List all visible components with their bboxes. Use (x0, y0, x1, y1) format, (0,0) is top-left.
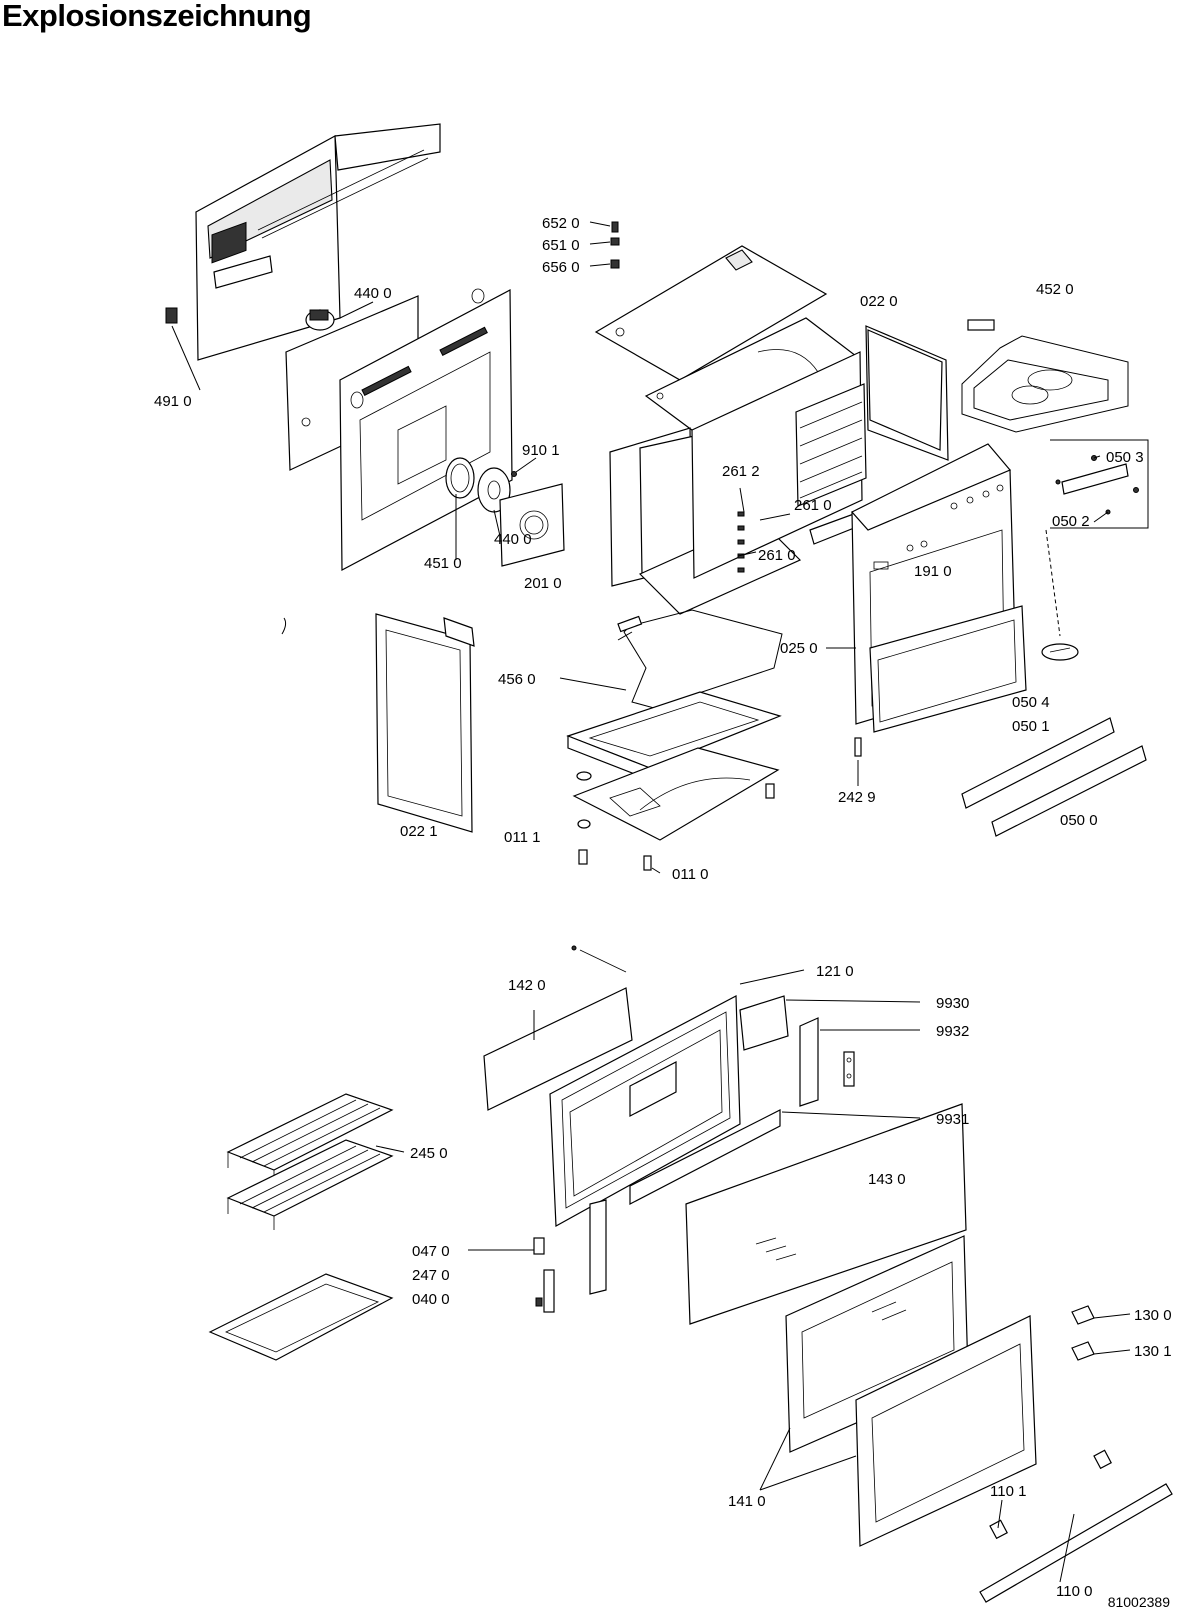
door-profiles (589, 995, 819, 1295)
middle-door-glass (685, 1103, 967, 1325)
label-025-0: 025 0 (780, 640, 818, 657)
label-452-0: 452 0 (1036, 281, 1074, 298)
label-440-0-motor: 440 0 (354, 285, 392, 302)
label-022-1: 022 1 (400, 823, 438, 840)
label-261-0-upper: 261 0 (794, 497, 832, 514)
label-201-0: 201 0 (524, 575, 562, 592)
trim-bars (961, 717, 1147, 837)
label-050-2: 050 2 (1052, 513, 1090, 530)
label-130-1: 130 1 (1134, 1343, 1172, 1360)
cavity-back-wall (339, 288, 513, 571)
label-011-1: 011 1 (504, 829, 540, 846)
label-652-0: 652 0 (542, 215, 580, 232)
label-050-0: 050 0 (1060, 812, 1098, 829)
label-245-0: 245 0 (410, 1145, 448, 1162)
oven-rack-upper (226, 1093, 394, 1184)
leader-lines (171, 221, 1131, 1583)
label-9931: 9931 (936, 1111, 969, 1128)
grill-element (961, 319, 1129, 433)
label-261-0-lower: 261 0 (758, 547, 796, 564)
label-110-0: 110 0 (1056, 1583, 1092, 1600)
front-window-frame (869, 605, 1027, 733)
label-456-0: 456 0 (498, 671, 536, 688)
label-130-0: 130 0 (1134, 1307, 1172, 1324)
label-022-0: 022 0 (860, 293, 898, 310)
label-191-0: 191 0 (914, 563, 952, 580)
label-261-2: 261 2 (722, 463, 760, 480)
label-656-0: 656 0 (542, 259, 580, 276)
label-047-0: 047 0 (412, 1243, 450, 1260)
baking-tray (208, 1273, 394, 1361)
label-141-0: 141 0 (728, 1493, 766, 1510)
door-hinge-left (533, 1237, 555, 1313)
inner-door-frame (549, 995, 741, 1227)
label-242-9: 242 9 (838, 789, 876, 806)
outer-door-glass-lower (855, 1315, 1037, 1547)
door-handle (979, 1449, 1173, 1603)
label-011-0: 011 0 (672, 866, 708, 883)
oven-floor (572, 747, 780, 841)
label-050-4: 050 4 (1012, 694, 1050, 711)
oven-cavity (609, 325, 949, 615)
floor-feet (576, 771, 775, 871)
label-143-0: 143 0 (868, 1171, 906, 1188)
label-651-0: 651 0 (542, 237, 580, 254)
fan-cover-plate (499, 483, 565, 567)
side-panel-clip (443, 617, 475, 647)
screw-910 (511, 471, 517, 477)
label-9930: 9930 (936, 995, 969, 1012)
shelf-rails (795, 383, 867, 507)
label-451-0: 451 0 (424, 555, 462, 572)
bottom-element (617, 609, 783, 709)
door-clip-lower (1071, 1341, 1095, 1361)
page-title: Explosionszeichnung (2, 0, 312, 33)
label-050-1: 050 1 (1012, 718, 1050, 735)
fan-wheel (445, 457, 475, 499)
small-clip-491 (165, 307, 178, 324)
top-cover (594, 245, 858, 437)
label-910-1: 910 1 (522, 442, 560, 459)
label-050-3: 050 3 (1106, 449, 1144, 466)
label-110-1: 110 1 (990, 1483, 1026, 1500)
part-labels: 652 0 651 0 656 0 440 0 491 0 022 0 452 … (154, 215, 1172, 1600)
fan-motor (305, 309, 335, 331)
label-121-0: 121 0 (816, 963, 854, 980)
connector-stack (610, 221, 620, 269)
stud-242 (854, 737, 862, 757)
spring-clip (281, 617, 287, 635)
door-clip-upper (1071, 1305, 1095, 1325)
door-pin (579, 949, 627, 973)
side-panel (375, 613, 473, 833)
back-panel (195, 123, 441, 361)
lamp-assembly-box (1050, 439, 1149, 529)
label-9932: 9932 (936, 1023, 969, 1040)
document-number: 81002389 (1107, 1594, 1170, 1610)
door-hinge-right (843, 1051, 855, 1087)
bottom-tray (566, 691, 782, 781)
inner-door-glass (483, 987, 633, 1111)
label-491-0: 491 0 (154, 393, 192, 410)
label-142-0: 142 0 (508, 977, 546, 994)
label-247-0: 247 0 (412, 1267, 450, 1284)
lamp-cover (1041, 643, 1079, 661)
label-040-0: 040 0 (412, 1291, 450, 1308)
label-440-0-fan: 440 0 (494, 531, 532, 548)
oven-rack-lower (226, 1139, 394, 1230)
